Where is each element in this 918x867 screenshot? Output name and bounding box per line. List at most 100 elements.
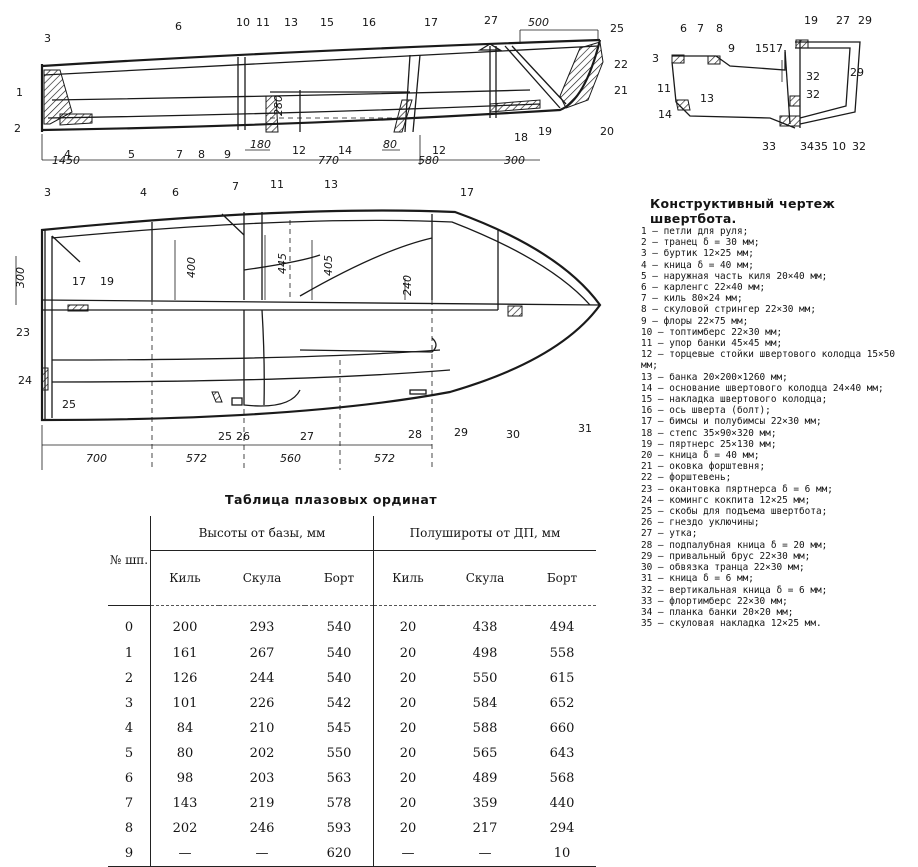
plan-label: 25	[62, 398, 76, 411]
legend-item: 20 — кница δ = 40 мм;	[641, 450, 760, 462]
offset-cell: 660	[549, 721, 575, 736]
plan-dim: 400	[185, 257, 198, 278]
side-label: 12	[292, 144, 306, 157]
side-label: 17	[424, 16, 438, 29]
plan-label: 25	[218, 430, 232, 443]
station-header: № шп.	[108, 516, 151, 606]
offset-cell: 161	[172, 646, 198, 661]
column-header: Киль	[373, 550, 442, 606]
legend-item: 32 — вертикальная кница δ = 6 мм;	[641, 584, 828, 596]
offset-cell: 359	[472, 796, 498, 811]
side-label: 9	[224, 148, 231, 161]
plan-label: 19	[100, 275, 114, 288]
offset-cell: 593	[305, 816, 374, 841]
side-view-labels: 1 2 3 4 5 6 7 8 9 10 11 12 12 13 14 15 1…	[14, 14, 628, 167]
offset-cell: 219	[249, 796, 275, 811]
side-dim: 80	[383, 138, 397, 151]
column-header: Скула	[219, 550, 305, 606]
offset-cell: 494	[549, 620, 575, 635]
construction-drawing: 1 2 3 4 5 6 7 8 9 10 11 12 12 13 14 15 1…	[14, 14, 872, 470]
legend-item: 26 — гнездо уключины;	[641, 517, 760, 529]
offset-cell: 540	[305, 641, 374, 666]
side-dim: 180	[250, 138, 271, 151]
offset-cell: 20	[399, 646, 417, 661]
offset-cell: 489	[472, 771, 498, 786]
plan-label: 17	[72, 275, 86, 288]
section-label: 6	[680, 22, 687, 35]
station-cell: 9	[108, 841, 151, 867]
parts-legend: 1 — петли для руля; 2 — транец δ = 30 мм…	[641, 226, 903, 629]
offset-cell: 540	[305, 605, 374, 641]
legend-item: 2 — транец δ = 30 мм;	[641, 237, 760, 249]
section-label: 17	[769, 42, 783, 55]
offset-cell: 80	[176, 746, 194, 761]
heights-group-header: Высоты от базы, мм	[150, 516, 374, 551]
section-label: 29	[858, 14, 872, 27]
offset-cell: —	[442, 841, 528, 867]
offset-cell: 84	[176, 721, 194, 736]
side-label: 8	[198, 148, 205, 161]
offset-cell: 20	[399, 721, 417, 736]
side-dim: 770	[318, 154, 339, 167]
legend-item: 29 — привальный брус 22×30 мм;	[641, 550, 811, 562]
offset-cell: 20	[399, 620, 417, 635]
plan-label: 31	[578, 422, 592, 435]
legend-item: 7 — киль 80×24 мм;	[641, 293, 743, 305]
legend-item: 13 — банка 20×200×1260 мм;	[641, 371, 788, 383]
section-label: 9	[728, 42, 735, 55]
legend-item: 35 — скуловая накладка 12×25 мм.	[641, 618, 822, 630]
legend-item: 27 — утка;	[641, 528, 698, 540]
legend-item: 17 — бимсы и полубимсы 22×30 мм;	[641, 416, 822, 428]
side-dim: 1450	[52, 154, 80, 167]
plan-label: 3	[44, 186, 51, 199]
side-label: 19	[538, 125, 552, 138]
offset-cell: 210	[249, 721, 275, 736]
legend-item: 24 — комингс кокпита 12×25 мм;	[641, 494, 811, 506]
station-cell: 6	[108, 766, 151, 791]
plan-label: 13	[324, 178, 338, 191]
offset-cell: —	[373, 841, 442, 867]
legend-item: 22 — форштевень;	[641, 472, 732, 484]
section-label: 33	[762, 140, 776, 153]
side-label: 4	[64, 148, 71, 161]
side-label: 10	[236, 16, 250, 29]
section-label: 14	[658, 108, 672, 121]
offset-cell: 545	[305, 716, 374, 741]
side-label: 5	[128, 148, 135, 161]
plan-label: 23	[16, 326, 30, 339]
legend-item: 28 — подпалубная кница δ = 20 мм;	[641, 539, 828, 551]
section-label: 27	[836, 14, 850, 27]
legend-item: 16 — ось шверта (болт);	[641, 405, 771, 417]
plan-label: 4	[140, 186, 147, 199]
offset-cell: 578	[305, 791, 374, 816]
legend-item: 18 — степс 35×90×320 мм;	[641, 427, 777, 439]
offset-cell: 615	[549, 671, 575, 686]
section-label: 34	[800, 140, 814, 153]
offset-cell: 101	[172, 696, 198, 711]
section-label: 32	[806, 70, 820, 83]
table-row: 9——620——10	[108, 841, 596, 867]
offsets-table: № шп. Высоты от базы, мм Полуширoты от Д…	[108, 516, 596, 867]
side-view	[40, 29, 604, 165]
station-cell: 3	[108, 691, 151, 716]
side-label: 18	[514, 131, 528, 144]
offset-cell: 202	[249, 746, 275, 761]
offset-cell: 10	[528, 841, 596, 867]
offset-cell: 20	[399, 796, 417, 811]
plan-dim: 445	[276, 253, 289, 274]
section-label: 10	[832, 140, 846, 153]
offset-cell: 244	[249, 671, 275, 686]
side-dim: 300	[504, 154, 525, 167]
plan-label: 7	[232, 180, 239, 193]
offset-cell: 568	[549, 771, 575, 786]
legend-item: 1 — петли для руля;	[641, 226, 749, 237]
section-label: 3	[652, 52, 659, 65]
offset-cell: 550	[305, 741, 374, 766]
offset-cell: 226	[249, 696, 275, 711]
legend-item: 30 — обвязка транца 22×30 мм;	[641, 562, 805, 574]
legend-item: 31 — кница δ = 6 мм;	[641, 573, 754, 585]
